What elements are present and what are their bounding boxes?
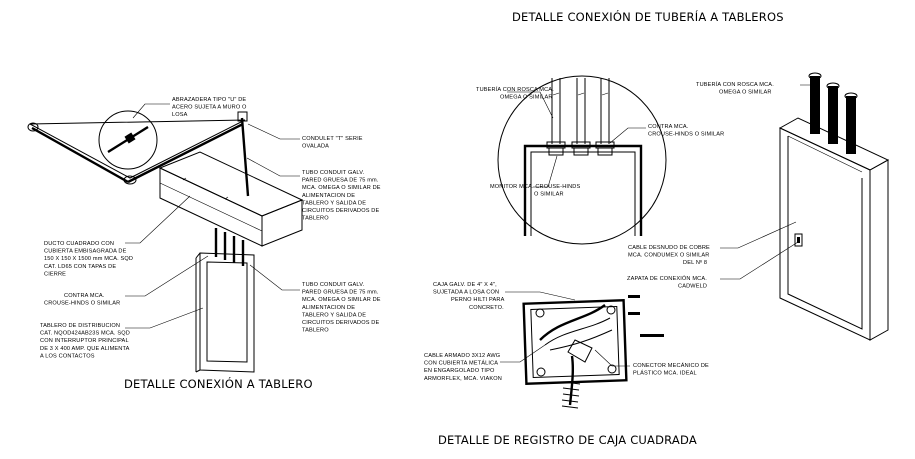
tablero-distribucion: [199, 252, 255, 373]
note-abrazadera: ABRAZADERA TIPO "U" DE ACERO SUJETA A MU…: [172, 97, 248, 118]
note-tuberia-rosca-right: TUBERÍA CON ROSCA MCA. OMEGA O SIMILAR: [696, 81, 776, 96]
detail-conexion-tablero: [27, 103, 304, 373]
detail-conexion-tuberia-circulo: [497, 75, 667, 245]
title-detalle-conexion-tuberia-tableros: DETALLE CONEXIÓN DE TUBERÍA A TABLEROS: [512, 9, 784, 24]
magnifier-circle-tuberia: [497, 75, 667, 245]
note-cable-armado: CABLE ARMADO 3X12 AWG CON CUBIERTA METÁL…: [424, 353, 502, 382]
cable-armado-rings: [561, 381, 581, 409]
note-conector-mecanico: CONECTOR MECÁNICO DE PLÁSTICO MCA. IDEAL: [633, 362, 711, 377]
note-ducto-cuadrado: DUCTO CUADRADO CON CUBIERTA EMBISAGRADA …: [44, 241, 135, 277]
detail-registro-caja-cuadrada: [500, 291, 664, 409]
note-contra-left: CONTRA MCA. CROUSE-HINDS O SIMILAR: [44, 293, 120, 307]
note-caja-galv: CAJA GALV. DE 4" X 4", SUJETADA A LOSA C…: [433, 282, 506, 311]
note-tablero-distribucion: TABLERO DE DISTRIBUCION CAT. NQOD424AB23…: [40, 323, 132, 359]
detail-tablero-derecho: [720, 72, 890, 341]
ducto-cuadrado: [158, 151, 304, 217]
note-contra-center: CONTRA MCA. CROUSE-HINDS O SIMILAR: [648, 124, 724, 138]
tuberia-superior: [808, 72, 858, 154]
note-tubo-conduit-top: TUBO CONDUIT GALV. PARED GRUESA DE 75 mm…: [302, 170, 382, 222]
note-condulet: CONDULET "T" SERIE OVALADA: [302, 136, 364, 150]
note-monitor: MONITOR MCA. CROUSE-HINDS O SIMILAR: [490, 184, 582, 198]
title-detalle-registro-caja: DETALLE DE REGISTRO DE CAJA CUADRADA: [438, 433, 697, 447]
note-tubo-conduit-bottom: TUBO CONDUIT GALV. PARED GRUESA DE 75 mm…: [302, 282, 382, 334]
note-zapata: ZAPATA DE CONEXIÓN MCA. CADWELD: [627, 275, 709, 290]
title-detalle-conexion-tablero: DETALLE CONEXIÓN A TABLERO: [124, 376, 313, 391]
note-cable-desnudo: CABLE DESNUDO DE COBRE MCA. CONDUMEX O S…: [628, 245, 712, 266]
note-tuberia-rosca-center: TUBERÍA CON ROSCA MCA. OMEGA O SIMILAR: [476, 86, 556, 101]
magnifier-circle-abrazadera: [98, 110, 158, 170]
caja-galvanizada: [522, 299, 628, 385]
